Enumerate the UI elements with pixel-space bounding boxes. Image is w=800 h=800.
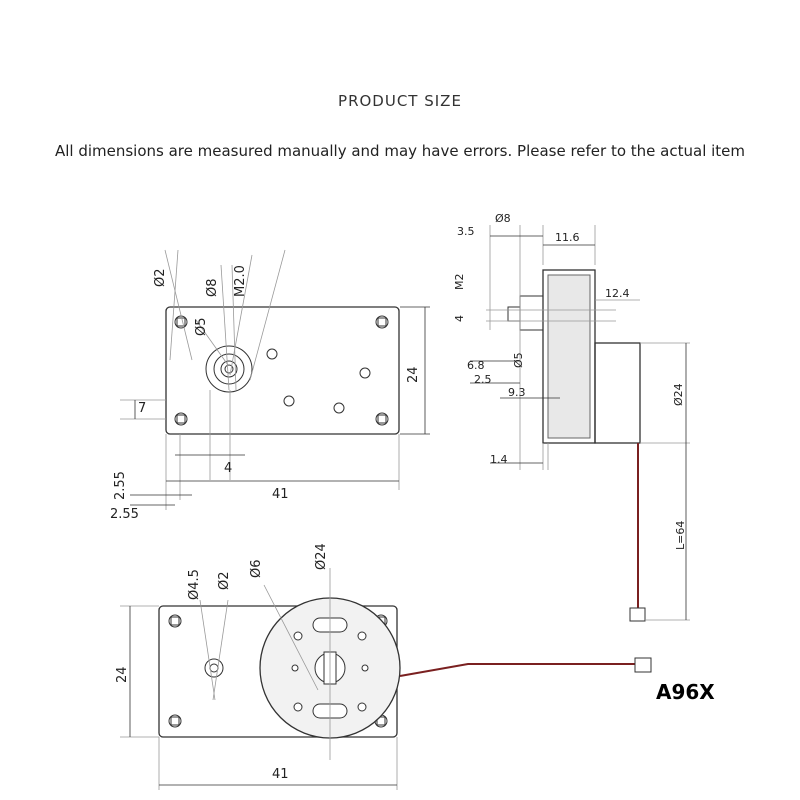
front-hole <box>266 348 278 360</box>
front-dim-width: 41 <box>272 487 289 502</box>
side-connector <box>629 607 646 622</box>
front-hole <box>283 395 295 407</box>
back-dimension-lines <box>129 606 397 786</box>
front-dim-7: 7 <box>138 401 146 416</box>
front-hole <box>333 402 345 414</box>
side-gearbox-body <box>547 274 591 439</box>
back-view <box>120 568 652 790</box>
front-housing-outline <box>165 306 400 435</box>
side-dim-6-8: 6.8 <box>467 359 485 372</box>
back-dim-height: 24 <box>115 666 130 683</box>
front-hole <box>359 367 371 379</box>
front-dim-2-55-vertical: 2.55 <box>113 471 128 500</box>
side-dim-d24: Ø24 <box>672 383 685 406</box>
back-small-shaft <box>204 658 224 678</box>
back-connector <box>634 657 652 673</box>
front-dim-2-55-horizontal: 2.55 <box>110 507 139 522</box>
front-dim-4: 4 <box>224 461 232 476</box>
back-dim-width: 41 <box>272 767 289 782</box>
side-dim-1-4: 1.4 <box>490 453 508 466</box>
side-dim-3-5: 3.5 <box>457 225 475 238</box>
side-dim-11-6: 11.6 <box>555 231 580 244</box>
back-dim-d24: Ø24 <box>314 543 329 570</box>
front-dimension-lines <box>130 306 430 506</box>
front-dim-d5: Ø5 <box>194 317 209 336</box>
page-subtitle: All dimensions are measured manually and… <box>54 142 746 160</box>
page-title: PRODUCT SIZE <box>338 92 462 110</box>
side-dim-12-4: 12.4 <box>605 287 630 300</box>
side-motor-outline <box>594 342 641 444</box>
front-view <box>120 249 430 510</box>
side-dimension-lines <box>470 235 687 620</box>
front-dim-m2: M2.0 <box>233 265 248 297</box>
back-wire <box>399 663 635 677</box>
side-dim-9-3: 9.3 <box>508 386 526 399</box>
side-dim-4: 4 <box>453 315 466 322</box>
side-dim-2-5: 2.5 <box>474 373 492 386</box>
side-dim-m2: M2 <box>453 274 466 291</box>
front-dim-height: 24 <box>406 366 421 383</box>
side-dim-d8: Ø8 <box>495 212 511 225</box>
front-dim-d2: Ø2 <box>153 268 168 287</box>
back-dim-d6: Ø6 <box>249 559 264 578</box>
side-shaft-boss <box>519 295 544 331</box>
side-shaft <box>507 306 521 322</box>
front-leader-lines <box>120 249 400 510</box>
back-dim-d2: Ø2 <box>217 571 232 590</box>
side-dim-d5: Ø5 <box>512 352 525 368</box>
side-leader-lines <box>486 225 690 621</box>
back-leader-lines <box>120 568 398 790</box>
side-dim-wire-length: L=64 <box>674 521 687 550</box>
model-code-label: A96X <box>656 680 715 704</box>
front-dim-d8: Ø8 <box>205 278 220 297</box>
back-dim-d4-5: Ø4.5 <box>187 569 202 600</box>
side-view <box>470 225 690 622</box>
